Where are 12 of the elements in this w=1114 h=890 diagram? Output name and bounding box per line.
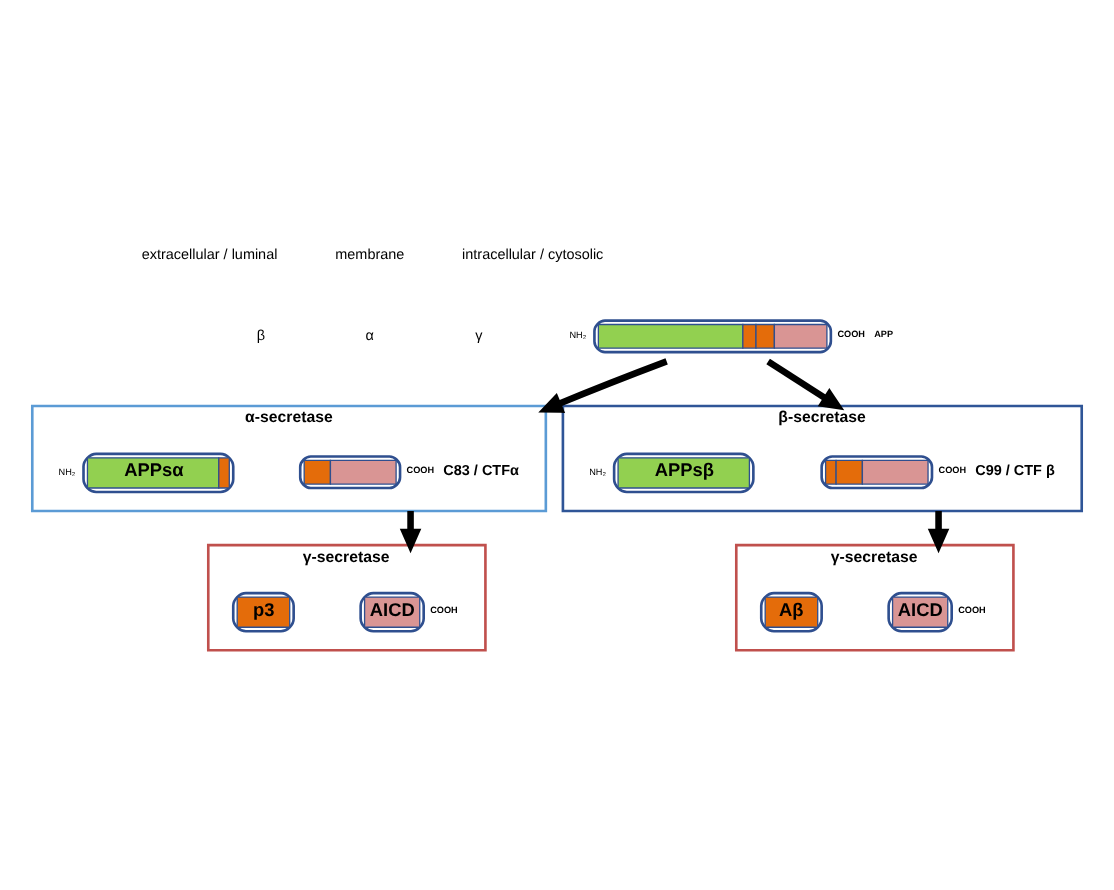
arrow xyxy=(399,510,422,553)
arrow xyxy=(927,510,950,553)
label: β xyxy=(256,325,265,344)
label: γ xyxy=(475,325,483,344)
label: α xyxy=(365,325,375,344)
label: membrane xyxy=(335,243,405,262)
label: extracellular / luminal xyxy=(141,243,278,262)
node-label: C99 / CTF β xyxy=(975,459,1055,478)
node-label: C83 / CTFα xyxy=(443,459,519,478)
label: intracellular / cytosolic xyxy=(462,243,604,262)
arrow xyxy=(766,357,845,410)
arrow xyxy=(538,357,668,412)
